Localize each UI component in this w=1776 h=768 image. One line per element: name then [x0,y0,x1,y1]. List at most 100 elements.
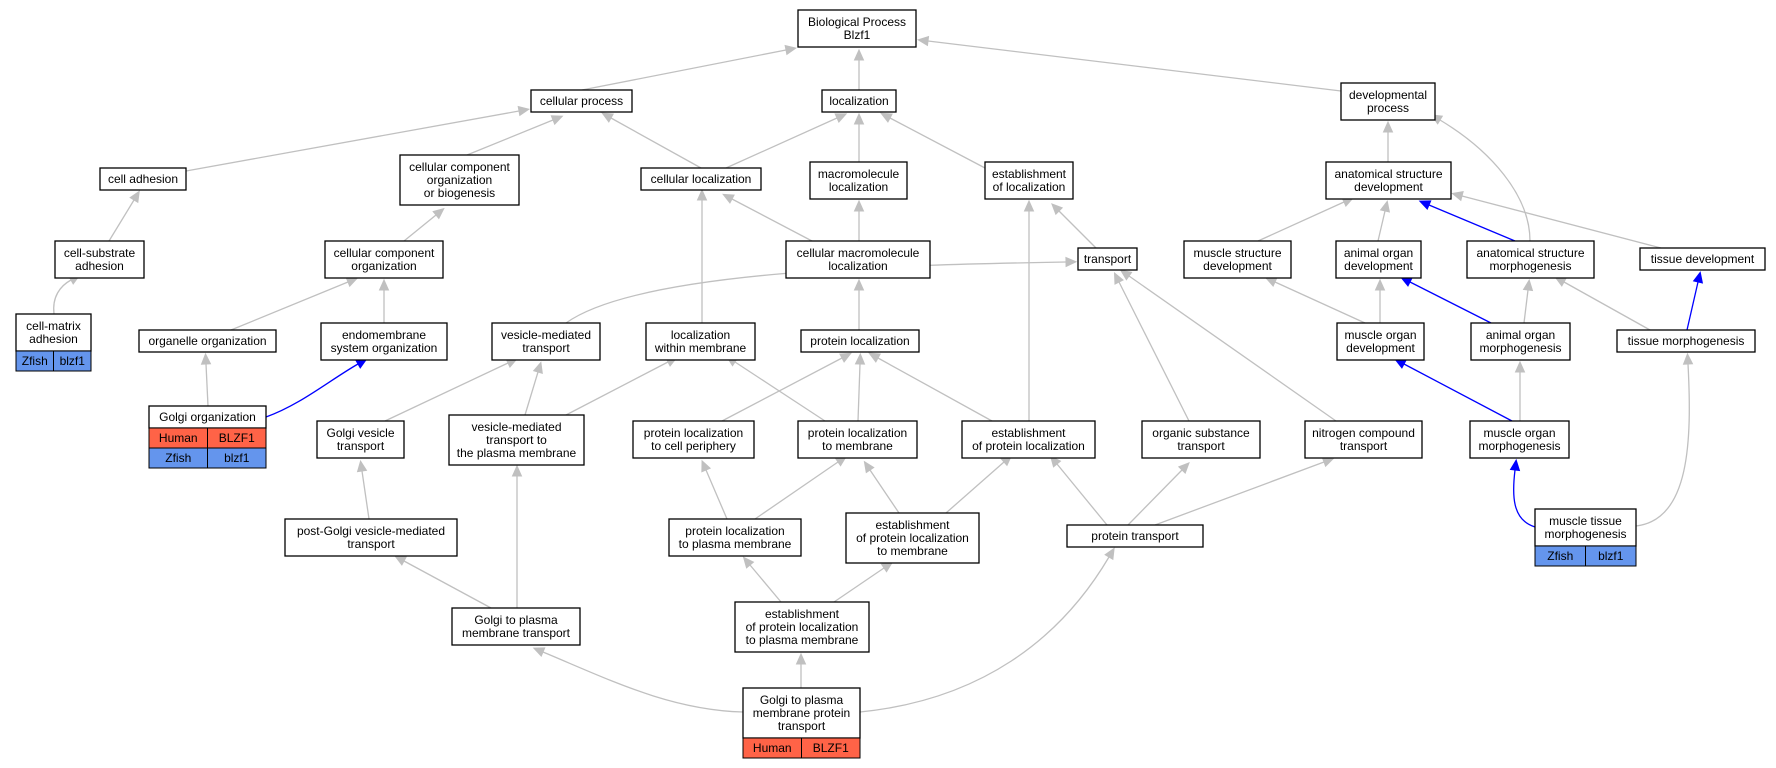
edge-gtpmpt-to-protein_transport [859,547,1115,713]
term-label: to plasma membrane [679,537,792,551]
go-term-cellular-localization[interactable]: cellular localization [640,167,762,191]
go-term-protein-localization[interactable]: protein localization [800,329,920,353]
term-label: vesicle-mediated [471,420,561,434]
term-label: developmental [1349,88,1427,102]
term-label: cell-substrate [64,246,136,260]
arrowhead [378,278,390,291]
term-box [1183,240,1292,279]
edge-ost-to-transport [1113,271,1190,422]
term-box [316,420,405,459]
edge-aod-to-asd [1377,200,1391,242]
edge-epltm-to-epl [945,454,1013,514]
term-label: establishment [991,426,1066,440]
arrowhead [916,35,930,47]
term-label: system organization [331,341,438,355]
term-label: transport [522,341,570,355]
term-label: nitrogen compound [1312,426,1415,440]
term-label: localization [671,328,730,342]
go-term-transport[interactable]: transport [1077,247,1138,271]
arrowhead [532,647,546,658]
term-box [284,518,458,557]
arrowhead [601,112,614,123]
edge-pltm-to-protein_localization [854,352,866,422]
term-label: tissue development [1651,252,1755,266]
term-label: transport [347,537,395,551]
term-label: establishment [765,607,840,621]
go-term-cell-adhesion[interactable]: cell adhesion [99,167,187,191]
term-box [138,329,277,353]
arrowhead [1049,455,1062,468]
go-term-localization[interactable]: localization [821,89,897,113]
arrowhead [394,555,407,566]
term-label: development [1346,341,1415,355]
term-box [1304,420,1423,459]
arrowhead [863,460,875,474]
term-label: anatomical structure [1476,246,1584,260]
edge-line [1523,289,1529,324]
term-box [734,601,870,653]
term-label: animal organ [1486,328,1555,342]
edge-aom-to-aod [1399,276,1492,324]
edge-cellular_process-to-bp [581,44,798,91]
gene-cell [801,737,861,759]
arrowhead [701,459,712,473]
go-term-tissue-development[interactable]: tissue development [1639,247,1766,271]
term-label: membrane transport [462,626,571,640]
term-label: transport to [486,433,547,447]
go-term-cellular-process[interactable]: cellular process [530,89,633,113]
term-label: anatomical structure [1334,167,1442,181]
edge-line [403,214,437,242]
go-term-organelle-organization[interactable]: organelle organization [138,329,277,353]
edge-cml-to-macromolecule_localization [853,199,865,241]
go-term-protein-transport[interactable]: protein transport [1066,524,1204,548]
term-box [1340,82,1436,121]
edge-transport-to-establishment_of_localization [1051,203,1097,249]
edge-cell_substrate_adhesion-to-cell_adhesion [108,190,140,242]
arrowhead [1321,457,1335,468]
edge-line [542,651,744,713]
term-box [785,240,931,279]
term-label: protein localization [644,426,743,440]
term-label: or biogenesis [424,186,495,200]
edge-line [945,461,1005,514]
go-term-tissue-morphogenesis[interactable]: tissue morphogenesis [1616,329,1756,353]
term-box [15,313,92,352]
edge-establishment_of_localization-to-localization [880,112,986,169]
term-box [1335,240,1422,279]
